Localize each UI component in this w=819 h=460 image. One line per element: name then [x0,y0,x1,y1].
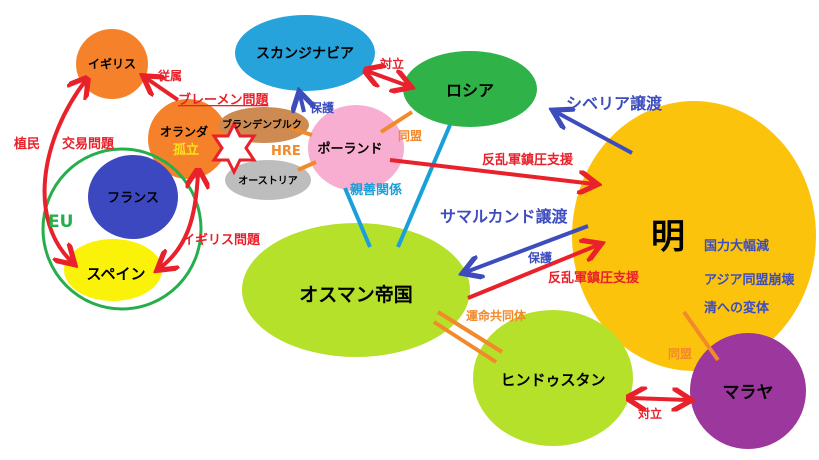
edge-ottoman-hindustan-2 [432,320,498,364]
rel-siberia-label: シベリア譲渡 [566,94,663,113]
ming-note-1: 国力大幅減 [704,238,769,254]
ming-note-2: アジア同盟崩壊 [704,272,795,288]
edge-ming-russia [556,112,633,155]
edge-oranda-spain [160,172,198,268]
edge-poland-ottoman [343,187,372,248]
node-france-label: フランス [107,191,159,206]
rel-bremen-label: ブレーメン問題 [178,92,269,108]
node-russia-label: ロシア [446,81,494,100]
edge-brandenburg-poland [289,126,313,137]
rel-hanran1-label: 反乱軍鎮圧支援 [482,152,574,168]
hre-star-icon [211,120,257,176]
edge-ottoman-ming [467,245,598,300]
node-eu-label: EU [48,212,73,232]
edge-austria-poland [297,160,317,172]
node-poland-label: ポーランド [317,141,382,157]
edge-igirisu-spain [42,80,86,262]
rel-hanran2-label: 反乱軍鎮圧支援 [548,270,640,286]
rel-doumei1-label: 同盟 [398,129,422,143]
node-ming-shape [572,101,816,371]
node-igirisu-label: イギリス [88,56,136,71]
rel-hogo2-label: 保護 [527,250,553,265]
node-hindustan-label: ヒンドゥスタン [500,371,605,389]
node-hindustan-shape [473,310,633,446]
node-scandinavia-label: スカンジナビア [256,46,354,62]
node-brandenburg-label: ブランデンブルク [222,118,302,131]
node-malaya-label: マラヤ [723,383,774,403]
node-ottoman-label: オスマン帝国 [299,283,412,306]
node-scandinavia-shape [235,15,375,91]
rel-samarkand-label: サマルカンド譲渡 [440,207,569,226]
edge-scandinavia-russia [367,71,408,86]
node-hre-label: HRE [271,144,301,159]
rel-igirisu-mondai-label: イギリス問題 [182,232,261,248]
edge-ming-malaya [682,310,720,362]
edge-russia-ottoman [396,124,452,248]
edge-poland-russia [379,110,414,134]
node-ming-label: 明 [651,217,685,257]
node-austria-label: オーストリア [238,175,298,187]
rel-unmei-label: 運命共同体 [466,308,527,323]
node-austria-shape [225,160,311,200]
node-malaya-shape [690,333,806,449]
node-poland-shape [308,105,404,191]
node-oranda-label: オランダ [160,124,208,139]
node-koritsu-label: 孤立 [173,142,199,158]
rel-juzoku-label: 従属 [157,68,182,83]
edge-hindustan-malaya [630,398,688,400]
rel-boeki-label: 交易問題 [62,136,115,152]
rel-doumei2-label: 同盟 [668,347,692,361]
node-oranda-shape [148,99,228,179]
rel-tairitsu2-label: 対立 [637,406,662,421]
node-igirisu-shape [76,29,148,99]
edge-poland-ming [389,158,594,184]
rel-shokumin-label: 植民 [13,136,40,152]
rel-tairitsu1-label: 対立 [379,56,404,71]
rel-hogo1-label: 保護 [309,100,335,115]
node-brandenburg-shape [219,107,309,143]
node-ottoman-shape [242,223,470,357]
ming-note-3: 清への変体 [704,300,770,316]
edge-oranda-igirisu [146,78,180,102]
edge-poland-scandinavia [300,95,304,112]
edge-ming-ottoman [466,224,589,272]
edge-ottoman-hindustan-1 [436,310,504,354]
rel-shinzen-label: 親善関係 [350,182,402,198]
node-russia-shape [403,51,537,127]
node-spain-label: スペイン [87,265,146,283]
